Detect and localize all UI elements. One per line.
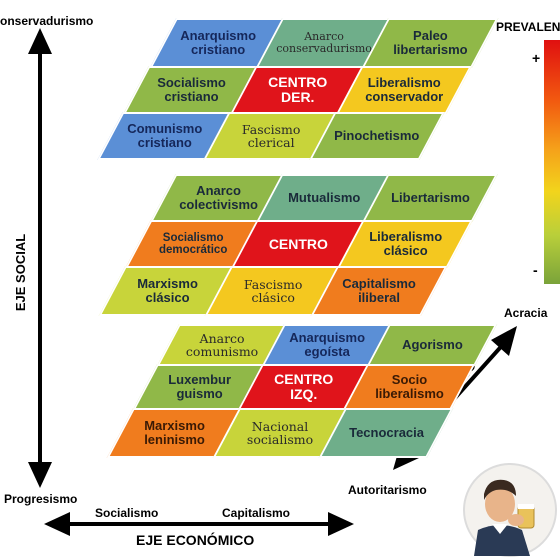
cell-liberalismo-clasico: Liberalismo clásico — [337, 220, 473, 268]
autoritarismo-label: Autoritarismo — [348, 483, 427, 497]
economic-axis-arrow — [44, 512, 354, 536]
cell-liberalismo-conservador: Liberalismo conservador — [336, 66, 472, 114]
acracia-label: Acracia — [504, 306, 548, 320]
social-axis-arrow — [28, 28, 52, 488]
legend-plus: + — [532, 50, 541, 66]
cell-libertarismo: Libertarismo — [362, 174, 498, 222]
cell-pinochetismo: Pinochetismo — [309, 112, 445, 160]
progresismo-label: Progresismo — [4, 492, 78, 506]
social-axis-title: EJE SOCIAL — [13, 233, 29, 312]
legend-minus: - — [533, 262, 538, 278]
prevalence-color-scale — [544, 40, 560, 284]
conservadurismo-label: onservadurismo — [0, 14, 94, 28]
economic-axis-title: EJE ECONÓMICO — [136, 532, 255, 548]
man-drinking-illustration — [463, 463, 557, 557]
capitalismo-label: Capitalismo — [222, 506, 291, 520]
legend-title: PREVALEN — [496, 20, 560, 34]
socialismo-label: Socialismo — [95, 506, 159, 520]
cell-agorismo: Agorismo — [366, 324, 498, 366]
